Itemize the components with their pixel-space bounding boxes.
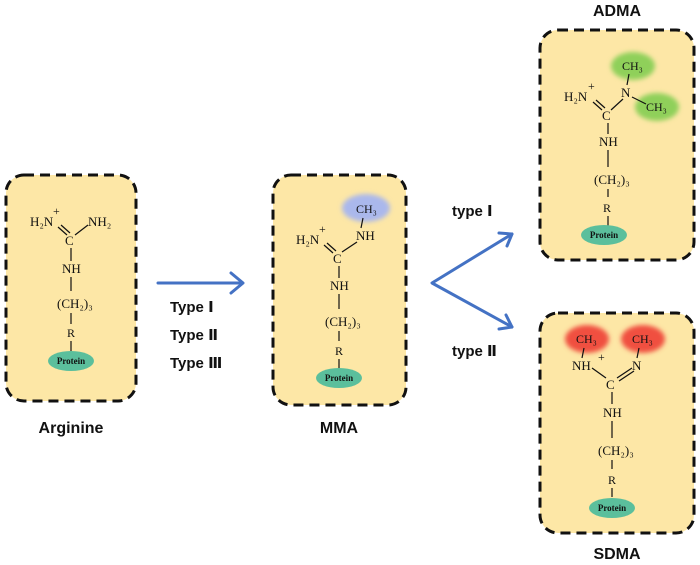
arginine-protein-label: Protein [57, 356, 85, 366]
arrow-main-group: Type Ⅰ Type Ⅱ Type Ⅲ [156, 271, 245, 372]
sdma-bond [581, 347, 585, 359]
adma-protein-label: Protein [590, 230, 618, 240]
arrow-main-label: Type Ⅲ [170, 355, 222, 372]
mma-protein-ellipse [316, 368, 362, 388]
arginine-c: C [65, 233, 74, 248]
sdma-name: SDMA [593, 546, 641, 563]
adma-protein-ellipse [581, 225, 627, 245]
arginine-bond [57, 226, 68, 236]
adma-bond [631, 96, 647, 105]
arrow-main-label: Type Ⅱ [170, 327, 218, 344]
arginine-bond [60, 224, 71, 234]
branch-arrow-lines [430, 232, 514, 329]
mma-protein-label: Protein [325, 373, 353, 383]
adma-bond [610, 98, 624, 111]
arginine-nh2: NH₂ [88, 214, 111, 229]
sdma-ch3-a: CH₃ [576, 332, 597, 346]
branch-arrow-upper-head [497, 231, 514, 248]
arginine-name: Arginine [39, 420, 104, 437]
sdma-bond [618, 370, 635, 382]
arginine-group: H₂N + NH₂ C NH (CH₂)₃ R Protein Arginine [4, 173, 138, 437]
branch-arrows-group: type Ⅰ type Ⅱ [430, 203, 514, 360]
mma-nh: NH [330, 278, 349, 293]
adma-nh: NH [599, 134, 618, 149]
sdma-protein-label: Protein [598, 503, 626, 513]
sdma-plus: + [598, 350, 605, 364]
sdma-bond [616, 367, 633, 379]
adma-r: R [603, 201, 611, 215]
sdma-bond [636, 347, 640, 359]
mma-group: CH₃ H₂N + NH C NH (CH₂)₃ R Protein MMA [271, 173, 408, 437]
sdma-methyl-highlight-a [565, 325, 609, 353]
mma-h2n: H₂N [296, 232, 320, 247]
sdma-r: R [608, 473, 616, 487]
arginine-bond [74, 224, 89, 236]
adma-chain: (CH₂)₃ [594, 172, 630, 187]
adma-h2n: H₂N [564, 89, 588, 104]
mma-ch3: CH₃ [356, 202, 377, 216]
mma-c: C [333, 251, 342, 266]
adma-ch3-b: CH₃ [646, 100, 667, 114]
mma-r: R [335, 344, 343, 358]
adma-bond [595, 99, 606, 109]
sdma-chain: (CH₂)₃ [598, 443, 634, 458]
mma-methyl-highlight [342, 194, 390, 222]
mma-bond [323, 244, 334, 254]
arginine-plus: + [53, 204, 60, 218]
adma-group: ADMA CH₃ CH₃ H₂N + N C NH (CH₂)₃ R Prote… [538, 3, 696, 262]
sdma-box [538, 311, 696, 535]
adma-bond [626, 73, 630, 86]
sdma-c: C [606, 377, 615, 392]
mma-name: MMA [320, 420, 359, 437]
adma-plus: + [588, 79, 595, 93]
sdma-group: CH₃ CH₃ NH + N C NH (CH₂)₃ R Protein SDM… [538, 311, 696, 563]
adma-methyl-highlight-b [635, 93, 679, 121]
branch-arrow-lower-head [497, 313, 514, 331]
sdma-nh-left: NH [572, 358, 591, 373]
adma-name: ADMA [593, 3, 641, 20]
arginine-nh: NH [62, 261, 81, 276]
arrow-main-head [229, 271, 245, 295]
mma-nh-top: NH [356, 228, 375, 243]
adma-methyl-highlight-a [611, 52, 655, 80]
mma-box [271, 173, 408, 407]
arginine-chain: (CH₂)₃ [57, 296, 93, 311]
adma-ch3-a: CH₃ [622, 59, 643, 73]
sdma-nh: NH [603, 405, 622, 420]
branch-lower-label: type Ⅱ [452, 343, 497, 360]
arrow-main-label: Type Ⅰ [170, 299, 214, 316]
mma-bond [326, 242, 337, 252]
adma-c: C [602, 108, 611, 123]
branch-upper-label: type Ⅰ [452, 203, 493, 220]
adma-n: N [621, 85, 631, 100]
arginine-r: R [67, 326, 75, 340]
sdma-ch3-b: CH₃ [632, 332, 653, 346]
mma-bond [341, 241, 358, 253]
arginine-h2n: H₂N [30, 214, 54, 229]
mma-chain: (CH₂)₃ [325, 314, 361, 329]
arginine-protein-ellipse [48, 351, 94, 371]
sdma-bond [591, 367, 607, 379]
sdma-methyl-highlight-b [621, 325, 665, 353]
mma-plus: + [319, 222, 326, 236]
sdma-protein-ellipse [589, 498, 635, 518]
adma-box [538, 28, 696, 262]
sdma-n-right: N [632, 358, 642, 373]
adma-bond [592, 101, 603, 111]
mma-bond [360, 217, 364, 229]
